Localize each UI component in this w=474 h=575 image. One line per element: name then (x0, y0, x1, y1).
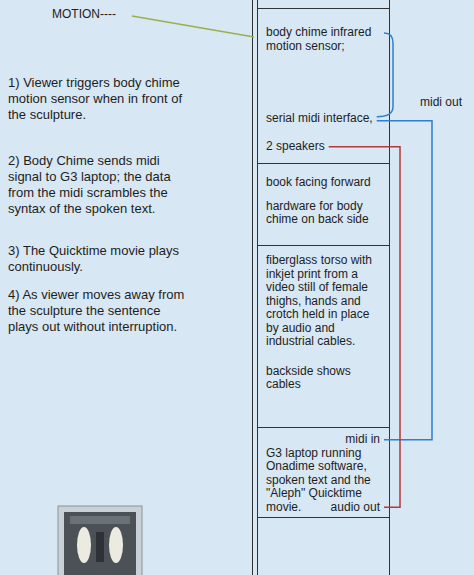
node-text: book facing forward (266, 176, 380, 190)
book-section: book facing forward hardware for body chi… (262, 174, 384, 229)
signal-label: midi out (418, 95, 464, 109)
step-note: 2) Body Chime sends midi signal to G3 la… (8, 153, 188, 217)
node-text: 2 speakers (266, 140, 325, 154)
step-note: 3) The Quicktime movie plays continuousl… (8, 243, 188, 275)
node-text: serial midi interface, (266, 112, 373, 126)
node-text: midi in (266, 433, 380, 447)
column-outline (253, 0, 390, 575)
sensor-item: body chime infrared motion sensor; (262, 24, 384, 55)
node-text: hardware for body chime on back side (266, 200, 380, 227)
node-text: audio out (331, 501, 380, 515)
torso-section: fiberglass torso with inkjet print from … (262, 252, 384, 394)
step-note: 1) Viewer triggers body chime motion sen… (8, 75, 188, 123)
node-text: fiberglass torso with inkjet print from … (266, 254, 380, 349)
speaker-item: 2 speakers (262, 138, 329, 156)
midi-cable (377, 121, 432, 440)
sensor-bracket (377, 33, 393, 117)
node-text: body chime infrared motion sensor; (266, 26, 380, 53)
callout-text: MOTION---- (52, 6, 116, 22)
node-text: backside shows cables (266, 365, 380, 392)
interface-item: serial midi interface, (262, 110, 377, 128)
leader-line (132, 16, 254, 37)
sculpture-photo (58, 506, 142, 575)
laptop-section: midi inG3 laptop running Onadime softwar… (262, 431, 384, 516)
step-note: 4) As viewer moves away from the sculptu… (8, 287, 188, 335)
